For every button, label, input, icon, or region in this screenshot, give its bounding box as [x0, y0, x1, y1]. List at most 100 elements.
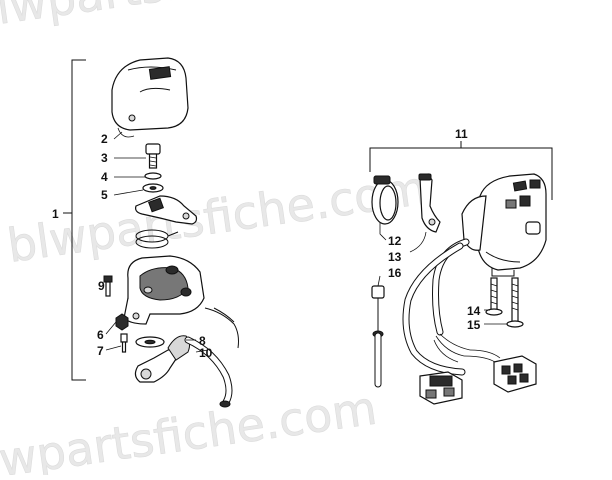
callout-16: 16: [388, 266, 402, 280]
callout-3: 3: [101, 151, 108, 165]
left-leaders: [105, 131, 209, 353]
harness-strands: [433, 333, 471, 363]
small-screw-9: [103, 275, 113, 297]
screw-part: [145, 143, 161, 169]
spring-ring: [135, 229, 179, 249]
short-lead-16: [371, 285, 385, 388]
switch-button-mid: [519, 195, 531, 207]
connector-right-pin-3: [507, 375, 517, 385]
lock-washer: [144, 172, 162, 180]
connector-right-body: [493, 355, 537, 393]
callout-15: 15: [467, 318, 481, 332]
clip-bracket-hole: [428, 218, 436, 226]
leader-13: [409, 231, 427, 253]
callout-1: 1: [52, 207, 59, 221]
clip-bracket-13: [418, 173, 441, 233]
flat-washer-hole: [149, 186, 157, 190]
wire-harness: [402, 238, 501, 376]
connector-left: [419, 371, 463, 405]
bracket-1: [71, 59, 86, 381]
small-screw-7: [120, 333, 128, 353]
cover-edge: [139, 87, 171, 93]
screw-14-threads: [490, 283, 498, 305]
right-leaders: [377, 222, 507, 325]
connector-left-pin-2: [443, 387, 455, 397]
cover-part: [111, 57, 189, 138]
leader-5: [113, 189, 144, 196]
lever-plate: [135, 195, 198, 225]
switch-body-edge: [485, 251, 521, 263]
leader-12: [379, 222, 387, 241]
lever-plate-hole: [182, 212, 190, 220]
screw-threads: [149, 156, 157, 167]
cover-hole: [128, 114, 136, 122]
spring-ring-bottom: [135, 235, 169, 249]
callout-8: 8: [199, 334, 206, 348]
throttle-cable: [184, 307, 239, 408]
small-screw-9-shank: [105, 281, 111, 297]
watermark-line-3: blwpartsfiche.com: [0, 381, 380, 475]
lever-plate-center: [148, 197, 164, 213]
connector-right-pin-2: [513, 363, 523, 373]
callout-5: 5: [101, 188, 108, 202]
cable-end: [219, 400, 231, 408]
cable-upper-2: [213, 307, 235, 323]
cable-boot: [167, 335, 191, 361]
connector-left-pin: [425, 389, 437, 399]
watermark-line-1: blwpartsfiche.com: [0, 0, 390, 39]
cover-ridge: [127, 66, 177, 71]
callout-9: 9: [98, 279, 105, 293]
screw-15-head: [506, 320, 524, 328]
housing-hole: [143, 286, 153, 294]
cover-leader: [117, 127, 135, 138]
switch-button-lower: [525, 221, 541, 235]
small-screw-9-head: [103, 275, 113, 283]
screw-14-head: [485, 308, 503, 316]
callout-11: 11: [455, 127, 468, 141]
screw-15: [506, 277, 524, 328]
cable-inner: [185, 337, 232, 405]
leader-2: [113, 131, 123, 140]
callout-13: 13: [388, 250, 402, 264]
throttle-lever: [134, 335, 191, 383]
nut-6: [115, 313, 129, 331]
lower-washer-hole: [144, 339, 156, 345]
housing-boss-2: [180, 287, 192, 297]
screw-shank: [148, 153, 158, 169]
clamp-ring-12: [371, 175, 399, 225]
housing-tab-hole: [132, 312, 140, 320]
throttle-housing: [123, 255, 205, 325]
callout-10: 10: [199, 346, 213, 360]
switch-button-top-2: [529, 179, 541, 189]
harness-loop-inner: [403, 243, 465, 375]
switch-housing: [461, 173, 547, 277]
small-screw-7-head: [120, 333, 128, 343]
cover-body: [111, 57, 189, 131]
callout-4: 4: [101, 170, 108, 184]
clip-bracket-top: [418, 173, 432, 181]
connector-right-pin-1: [501, 365, 511, 375]
callout-2: 2: [101, 132, 108, 146]
callout-12: 12: [388, 234, 402, 248]
cover-slot: [148, 66, 172, 80]
switch-button-top: [512, 180, 528, 192]
spring-ring-tail: [167, 231, 179, 237]
leader-16: [377, 275, 381, 287]
leader-6: [105, 321, 117, 335]
screw-14: [485, 277, 503, 316]
screw-15-threads: [511, 283, 519, 311]
screw-14-shank: [490, 277, 498, 311]
lever-pivot: [140, 368, 152, 380]
housing-boss: [165, 265, 179, 275]
connector-right: [493, 355, 537, 393]
connector-right-pin-4: [519, 373, 529, 383]
clip-bracket-body: [419, 173, 441, 233]
clamp-ring-inner: [379, 185, 397, 221]
right-assembly: 11 12 13 16 14 15: [369, 127, 553, 405]
screw-head: [145, 143, 161, 155]
cable-upper: [204, 307, 239, 349]
left-assembly: 1 2 3 4 5 6 7 8 9 10: [52, 57, 239, 408]
watermark: blwpartsfiche.com blwpartsfiche.com blwp…: [0, 0, 430, 480]
